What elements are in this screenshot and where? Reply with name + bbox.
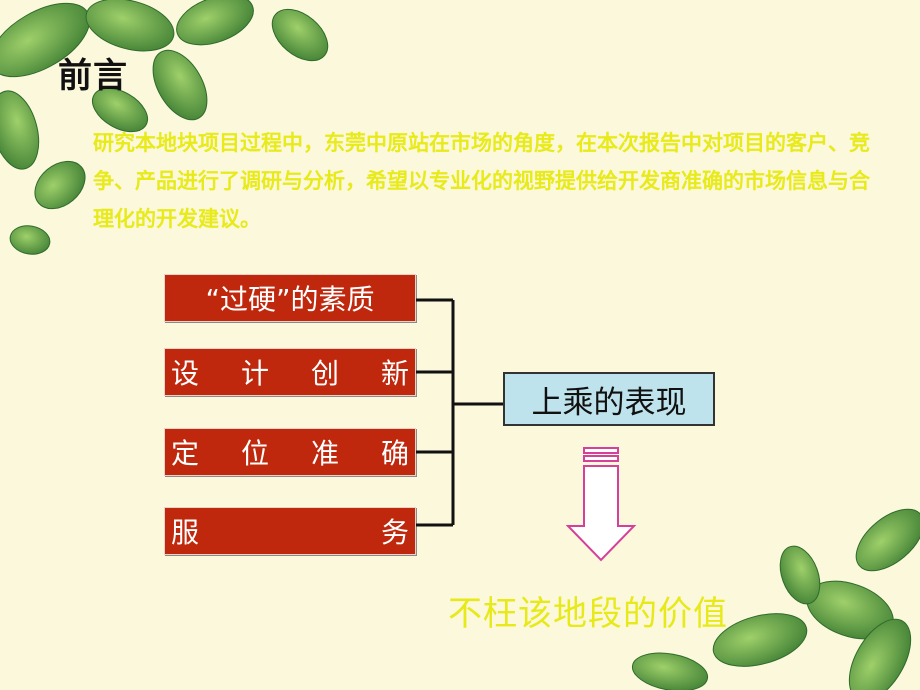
quality-char: 创 <box>310 357 339 390</box>
quality-label-hard-quality: “过硬”的素质 <box>205 283 375 316</box>
down-arrow-icon <box>566 447 637 562</box>
quality-box-accurate-positioning: 定 位 准 确 <box>164 428 416 476</box>
quality-char: 位 <box>240 437 269 470</box>
quality-char: 服 <box>171 516 200 549</box>
quality-box-hard-quality: “过硬”的素质 <box>164 274 416 322</box>
quality-char: 准 <box>310 437 339 470</box>
quality-char: 设 <box>171 357 200 390</box>
top-left-leaves <box>0 0 329 255</box>
quality-char: 计 <box>240 357 269 390</box>
intro-paragraph: 研究本地块项目过程中，东莞中原站在市场的角度，在本次报告中对项目的客户、竞争、产… <box>93 131 870 231</box>
conclusion-text: 不枉该地段的价值 <box>448 594 728 634</box>
result-box: 上乘的表现 <box>503 372 715 426</box>
page-title: 前言 <box>58 56 128 96</box>
quality-char: 确 <box>380 437 409 470</box>
quality-box-service: 服 务 <box>164 507 416 555</box>
quality-char: 新 <box>380 357 409 390</box>
quality-char: 务 <box>380 516 409 549</box>
quality-box-design-innovation: 设 计 创 新 <box>164 348 416 396</box>
quality-char: 定 <box>171 437 200 470</box>
bottom-right-leaves <box>631 508 920 690</box>
